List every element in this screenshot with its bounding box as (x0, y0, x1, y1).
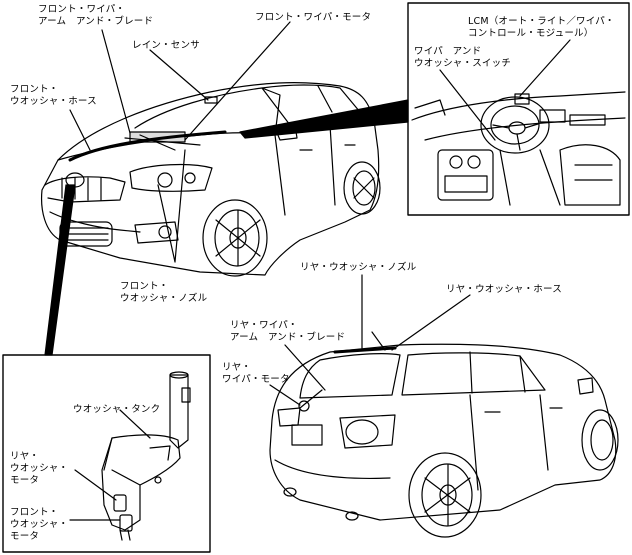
label-front-washer-nozzle: フロント・ ウオッシャ・ノズル (120, 281, 208, 304)
label-rear-washer-hose: リヤ・ウオッシャ・ホース (446, 284, 562, 295)
label-wiper-washer-switch: ワイパ アンド ウオッシャ・スイッチ (414, 46, 512, 69)
label-rear-wiper-motor: リヤ・ ワイパ・モータ (222, 362, 290, 385)
label-front-wiper-motor: フロント・ワイパ・モータ (255, 12, 372, 23)
label-rear-wiper-arm-blade: リヤ・ワイパ・ アーム アンド・ブレード (230, 320, 346, 343)
label-lcm: LCM（オート・ライト／ワイパ・ コントロール・モジュール） (468, 16, 615, 39)
label-rear-washer-nozzle: リヤ・ウオッシャ・ノズル (300, 262, 417, 273)
label-front-washer-motor: フロント・ ウオッシャ・ モータ (10, 507, 69, 542)
label-front-washer-hose: フロント・ ウオッシャ・ホース (10, 84, 97, 107)
label-front-wiper-arm-blade: フロント・ワイパ・ アーム アンド・ブレード (38, 4, 154, 27)
front-car-illustration (40, 82, 381, 277)
label-rear-washer-motor: リヤ・ ウオッシャ・ モータ (10, 451, 69, 486)
dashboard-inset-illustration (411, 91, 626, 206)
rear-car-illustration (269, 331, 619, 538)
label-rain-sensor: レイン・センサ (132, 40, 200, 51)
washer-tank-illustration (101, 371, 191, 541)
label-washer-tank: ウオッシャ・タンク (73, 404, 161, 415)
